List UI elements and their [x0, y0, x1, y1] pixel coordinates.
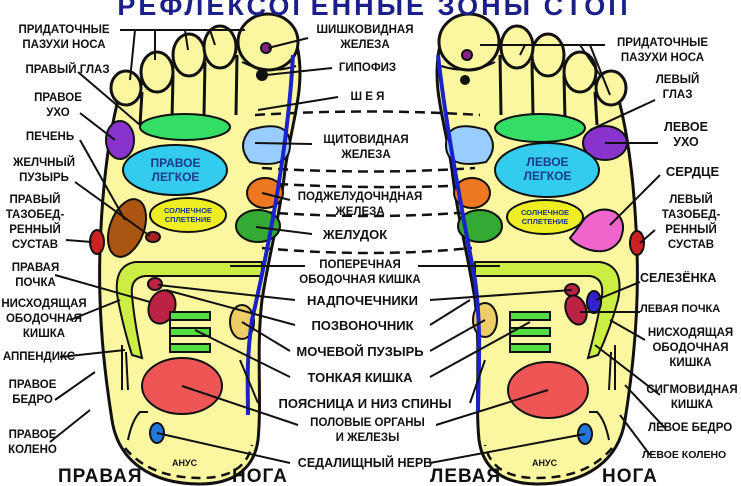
right-lung-label: ПРАВОЕ ЛЕГКОЕ	[150, 156, 201, 184]
right-knee-label: ПРАВОЕ КОЛЕНО	[8, 429, 57, 456]
left-knee-label: ЛЕВОЕ КОЛЕНО	[642, 449, 727, 461]
right-descending-colon-label: НИСХОДЯЩАЯ ОБОДОЧНАЯ КИШКА	[1, 298, 87, 340]
right-sinuses-label: ПРИДАТОЧНЫЕ ПАЗУХИ НОСА	[18, 24, 110, 51]
sigmoid-colon-label: СИГМОВИДНАЯ КИШКА	[646, 384, 738, 411]
bladder-label: МОЧЕВОЙ ПУЗЫРЬ	[296, 344, 424, 359]
page-title: РЕФЛЕКСОГЕННЫЕ ЗОНЫ СТОП	[117, 0, 631, 21]
neck-label: Ш Е Я	[350, 91, 385, 103]
left-lung-zone	[494, 142, 600, 198]
left-stomach-zone	[457, 209, 503, 243]
left-descending-colon-label: НИСХОДЯЩАЯ ОБОДОЧНАЯ КИШКА	[647, 327, 734, 369]
left-lung-label: ЛЕВОЕ ЛЕГКОЕ	[523, 155, 572, 183]
left-pancreas-zone	[453, 177, 491, 209]
right-thyroid-zone	[242, 125, 292, 165]
genitals-label: ПОЛОВЫЕ ОРГАНЫ И ЖЕЛЕЗЫ	[310, 417, 425, 444]
pituitary-label: ГИПОФИЗ	[338, 62, 397, 74]
transverse-colon-label: ПОПЕРЕЧНАЯ ОБОДОЧНАЯ КИШКА	[299, 259, 421, 286]
right-solar-plexus-label: СОЛНЕЧНОЕ СПЛЕТЕНИЕ	[163, 206, 213, 224]
adrenals-label: НАДПОЧЕЧНИКИ	[307, 293, 418, 308]
heart-zone	[568, 208, 625, 253]
right-kidney-label: ПРАВАЯ ПОЧКА	[11, 262, 60, 289]
right-hip-joint-label: ПРАВЫЙ ТАЗОБЕД- РЕННЫЙ СУСТАВ	[5, 194, 65, 251]
right-solar-plexus-zone	[149, 197, 227, 233]
spleen-zone	[586, 290, 602, 314]
zone-dividers	[254, 110, 481, 255]
small-intestine-label: ТОНКАЯ КИШКА	[307, 370, 413, 385]
appendix-label: АППЕНДИКС	[2, 351, 76, 363]
gallbladder-label: ЖЕЛЧНЫЙ ПУЗЫРЬ	[12, 157, 76, 184]
left-kidney-label: ЛЕВАЯ ПОЧКА	[640, 303, 721, 315]
lower-back-label: ПОЯСНИЦА И НИЗ СПИНЫ	[278, 396, 452, 411]
left-pituitary-dot	[460, 75, 470, 85]
sciatic-nerve-label: СЕДАЛИЩНЫЙ НЕРВ	[297, 456, 433, 470]
liver-label: ПЕЧЕНЬ	[25, 131, 75, 143]
left-thigh-label: ЛЕВОЕ БЕДРО	[648, 422, 733, 434]
left-solar-plexus-label: СОЛНЕЧНОЕ СПЛЕТЕНИЕ	[520, 208, 570, 226]
left-ear-label: ЛЕВОЕ УХО	[664, 120, 708, 149]
leader-lines	[49, 29, 666, 464]
right-hip-zone	[89, 229, 105, 255]
pineal-label: ШИШКОВИДНАЯ ЖЕЛЕЗА	[316, 24, 414, 51]
left-small-intestine-zone	[509, 311, 551, 353]
right-ear-zone	[105, 120, 135, 160]
left-hip-zone	[629, 230, 645, 256]
right-pituitary-dot	[256, 69, 268, 81]
left-eyes-zone	[494, 113, 586, 143]
left-hip-joint-label: ЛЕВЫЙ ТАЗОБЕД- РЕННЫЙ СУСТАВ	[661, 194, 721, 251]
right-adrenal-zone	[147, 277, 163, 291]
left-anus-label: АНУС	[532, 458, 558, 468]
right-thigh-label: ПРАВОЕ БЕДРО	[8, 379, 57, 406]
pancreas-label: ПОДЖЕЛУДОЧНДНАЯ ЖЕЛЕЗА	[297, 191, 423, 218]
right-ear-label: ПРАВОЕ УХО	[34, 92, 82, 119]
left-pineal-dot	[461, 49, 473, 61]
right-eye-label: ПРАВЫЙ ГЛАЗ	[25, 64, 110, 76]
spleen-label: СЕЛЕЗЁНКА	[640, 271, 717, 285]
left-kidney-zone	[564, 294, 588, 326]
right-leg-caption-2: НОГА	[232, 466, 288, 486]
left-leg-caption-2: НОГА	[602, 466, 658, 486]
left-sinuses-label: ПРИДАТОЧНЫЕ ПАЗУХИ НОСА	[616, 37, 709, 64]
heart-label: СЕРДЦЕ	[665, 164, 720, 179]
right-lung-zone	[122, 144, 228, 196]
left-colon-zone	[474, 261, 621, 360]
left-leg-caption-1: ЛЕВАЯ	[430, 466, 502, 486]
stomach-label: ЖЕЛУДОК	[322, 227, 388, 242]
left-eye-label: ЛЕВЫЙ ГЛАЗ	[655, 74, 700, 101]
right-leg-caption-1: ПРАВАЯ	[58, 466, 143, 486]
right-eyes-zone	[139, 113, 231, 141]
right-colon-zone	[115, 261, 263, 360]
left-thyroid-zone	[444, 125, 494, 165]
spine-label: ПОЗВОНОЧНИК	[311, 318, 414, 333]
right-anus-label: АНУС	[172, 458, 198, 468]
thyroid-label: ЩИТОВИДНАЯ ЖЕЛЕЗА	[323, 134, 409, 161]
right-small-intestine-zone	[169, 311, 211, 353]
left-solar-plexus-zone	[506, 199, 584, 235]
